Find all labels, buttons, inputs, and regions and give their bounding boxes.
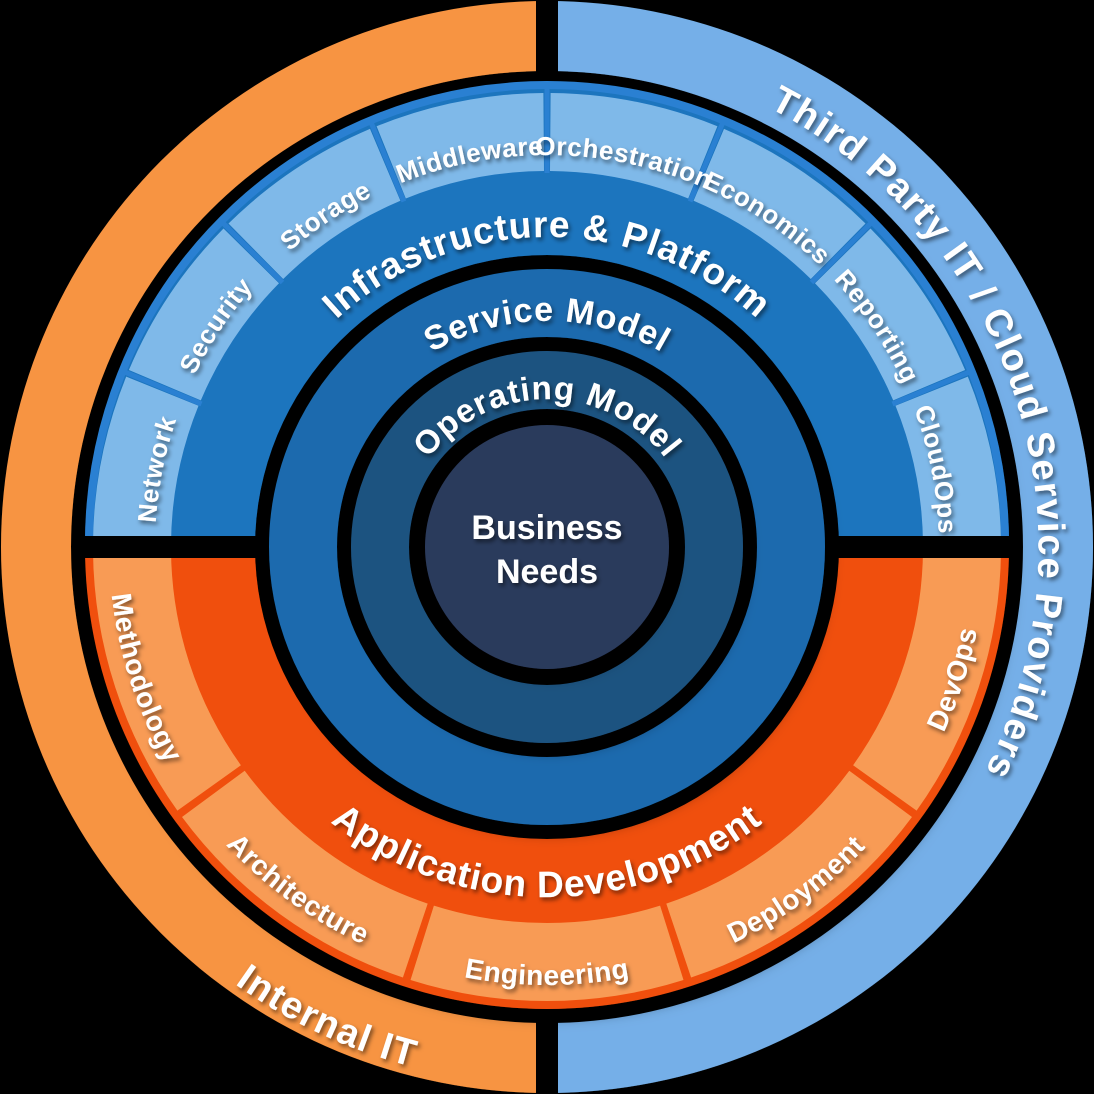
segment-separator [891, 369, 972, 407]
segment-devops [853, 550, 1001, 811]
outer-ring-internal-it [1, 1, 547, 1093]
application-segments [93, 550, 1001, 1002]
service-ring-shape [269, 269, 825, 825]
outer-ring-gap-top [536, 0, 558, 77]
segment-economics [693, 128, 866, 279]
segment-middleware [376, 93, 544, 199]
segment-engineering [410, 905, 684, 1002]
segment-separator [221, 221, 285, 285]
operating-model-ring [351, 351, 743, 743]
infrastructure-platform-half [85, 81, 1009, 547]
outer-ring-orange-half [1, 1, 547, 1093]
outer-ring-third-party [547, 1, 1093, 1093]
segment-network [93, 376, 199, 544]
infrastructure-segments [93, 89, 1001, 544]
business-needs-line2: Needs [496, 553, 598, 591]
operating-ring-shape [351, 351, 743, 743]
segment-separator [369, 122, 407, 203]
business-needs-circle [425, 425, 669, 669]
segment-reporting [815, 228, 966, 401]
outer-ring-gap-bottom [536, 1017, 558, 1094]
segment-orchestration [550, 93, 718, 199]
center-circle-shape [425, 425, 669, 669]
outer-ring-blue-half [547, 1, 1093, 1093]
segment-separator [687, 122, 725, 203]
application-development-half [85, 547, 1009, 1009]
business-needs-label: Business Needs [471, 509, 622, 591]
segment-separator [809, 221, 873, 285]
segment-methodology [93, 550, 241, 811]
middle-ring-gap-right [830, 536, 1015, 558]
segment-separator [122, 369, 203, 407]
segment-deployment [666, 770, 912, 978]
service-model-ring [269, 269, 825, 825]
segment-cloudops [895, 376, 1001, 544]
business-needs-line1: Business [471, 509, 622, 547]
segment-storage [228, 128, 401, 279]
segment-security [128, 228, 279, 401]
infrastructure-segment-rim [85, 81, 1009, 544]
middle-ring-gap-left [79, 536, 264, 558]
segment-architecture [182, 770, 428, 978]
